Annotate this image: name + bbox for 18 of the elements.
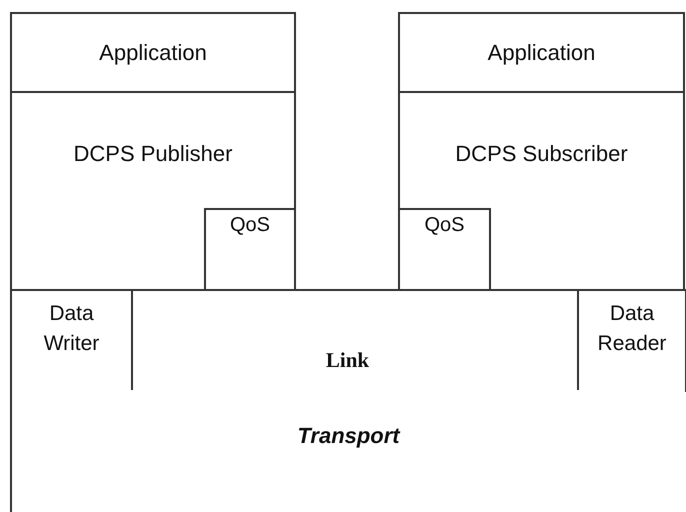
box-label: QoS	[424, 213, 465, 238]
box-label: Application	[99, 39, 207, 67]
box-label: DCPS Publisher	[74, 140, 232, 168]
box-label: Data Writer	[42, 301, 100, 357]
layer-box	[577, 289, 686, 392]
layer-box	[10, 91, 296, 292]
layer-box	[10, 12, 296, 93]
layer-box	[398, 12, 685, 93]
box-label: Link	[326, 346, 370, 374]
box-label: Application	[488, 39, 596, 67]
layer-box	[398, 208, 491, 292]
box-label: DCPS Subscriber	[455, 140, 628, 168]
box-label: Data Reader	[597, 301, 667, 357]
layer-box	[10, 289, 685, 392]
box-label: Transport	[297, 422, 400, 450]
layer-box	[204, 208, 296, 292]
box-label: QoS	[230, 213, 270, 238]
layer-box	[398, 91, 685, 292]
